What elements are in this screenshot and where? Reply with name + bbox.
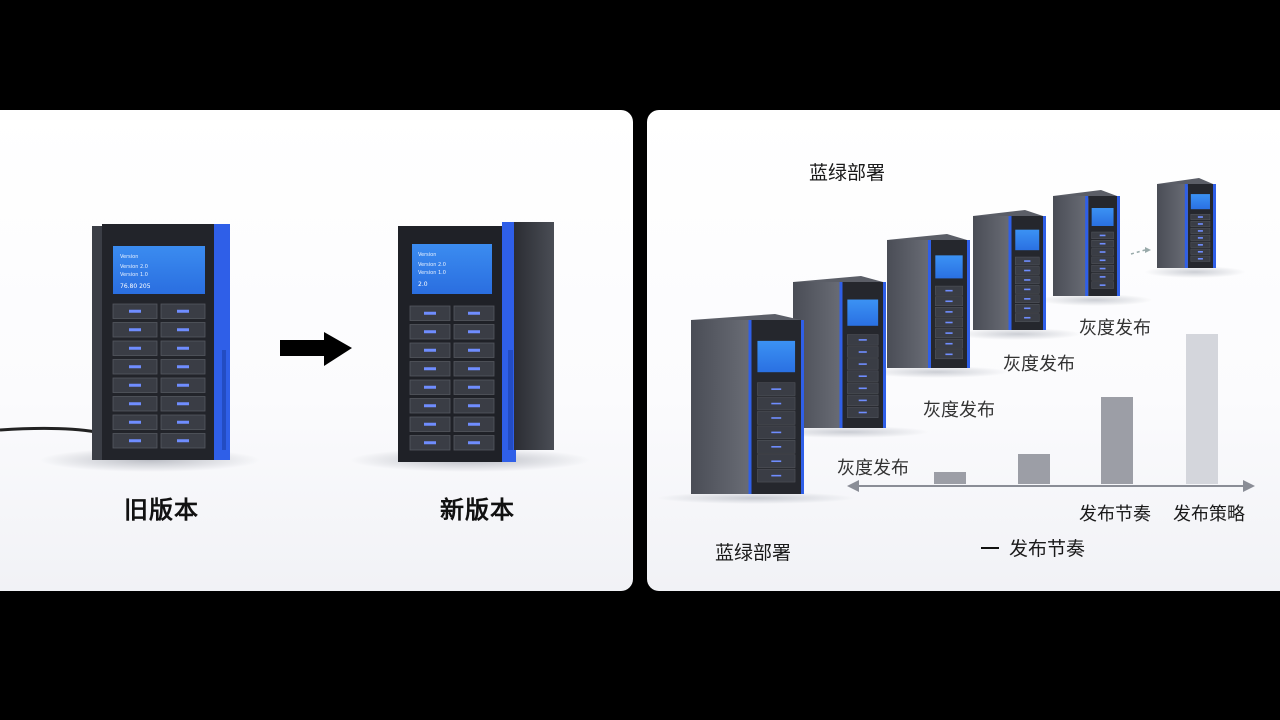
drive-led — [468, 441, 480, 445]
gray-release-label-3: 灰度发布 — [923, 400, 995, 421]
rack-server — [1037, 190, 1153, 306]
axis-left-arrow-icon — [847, 480, 859, 492]
axis-label-strategy: 发布策略 — [1173, 504, 1245, 525]
drive-led — [129, 420, 141, 424]
legend-dash — [981, 547, 999, 549]
drive-led — [177, 346, 189, 350]
rhythm-bar — [1018, 454, 1050, 484]
drive-led — [468, 385, 480, 389]
drive-led — [177, 402, 189, 406]
new-screen-line-3: Version 1.0 — [418, 270, 446, 276]
arrow-right-icon — [280, 332, 352, 366]
right-panel: 蓝绿部署 灰度发布 灰度发布 灰度发布 灰度发布 发布节奏 发布策略 蓝绿部署 … — [647, 110, 1280, 591]
old-screen-line-3: Version 1.0 — [120, 272, 148, 278]
rhythm-bar — [1186, 334, 1218, 484]
new-server-screen — [412, 244, 492, 294]
drive-led — [129, 365, 141, 369]
drive-led — [424, 367, 436, 371]
axis-label-rhythm: 发布节奏 — [1079, 504, 1151, 525]
drive-led — [177, 383, 189, 387]
left-panel: Version Version 2.0 Version 1.0 76.80 20… — [0, 110, 633, 591]
new-screen-line-2: Version 2.0 — [418, 262, 446, 268]
drive-led — [424, 348, 436, 352]
power-cable — [0, 426, 97, 434]
gray-release-label-4: 灰度发布 — [837, 458, 909, 479]
rack-server — [865, 234, 1009, 378]
drive-led — [129, 328, 141, 332]
server-screen — [847, 299, 879, 326]
drive-led — [424, 441, 436, 445]
axis-right-arrow-icon — [1243, 480, 1255, 492]
rhythm-bar — [934, 472, 966, 484]
blue-green-bottom-label: 蓝绿部署 — [715, 542, 792, 564]
rhythm-bars — [934, 334, 1218, 484]
drive-led — [468, 422, 480, 426]
drive-led — [129, 402, 141, 406]
new-version-label: 新版本 — [440, 496, 515, 524]
gray-release-label-2: 灰度发布 — [1003, 354, 1075, 375]
old-screen-line-1: Version — [120, 254, 138, 260]
blue-green-title: 蓝绿部署 — [809, 162, 886, 184]
new-server: Version Version 2.0 Version 1.0 2.0 — [398, 222, 554, 462]
server-screen — [1091, 208, 1114, 226]
old-screen-line-2: Version 2.0 — [120, 264, 148, 270]
drive-led — [468, 311, 480, 315]
drive-led — [177, 328, 189, 332]
server-screen — [757, 340, 796, 373]
rhythm-bar — [1101, 397, 1133, 484]
old-server: Version Version 2.0 Version 1.0 76.80 20… — [92, 224, 230, 460]
rack-server — [1144, 178, 1246, 278]
left-illustration: Version Version 2.0 Version 1.0 76.80 20… — [0, 222, 590, 472]
drive-led — [177, 439, 189, 443]
new-screen-line-4: 2.0 — [418, 281, 428, 288]
server-screen — [1015, 229, 1040, 251]
drive-led — [424, 422, 436, 426]
release-axis — [847, 480, 1255, 492]
drive-led — [129, 383, 141, 387]
drive-led — [424, 404, 436, 408]
drive-led — [424, 311, 436, 315]
drive-led — [129, 346, 141, 350]
old-version-label: 旧版本 — [124, 496, 199, 524]
gray-release-label-1: 灰度发布 — [1079, 318, 1151, 339]
drive-led — [129, 439, 141, 443]
drive-led — [468, 330, 480, 334]
server-screen — [935, 255, 963, 279]
rack-server — [657, 314, 855, 504]
old-server-screen — [113, 246, 205, 294]
drive-led — [177, 365, 189, 369]
drive-led — [177, 420, 189, 424]
drive-led — [468, 348, 480, 352]
rack-server — [955, 210, 1081, 340]
drive-led — [468, 404, 480, 408]
drive-led — [129, 309, 141, 313]
new-screen-line-1: Version — [418, 252, 436, 258]
drive-led — [424, 385, 436, 389]
drive-led — [177, 309, 189, 313]
server-screen — [1190, 194, 1210, 210]
old-screen-line-4: 76.80 205 — [120, 283, 151, 290]
right-illustration — [657, 178, 1255, 504]
drive-led — [424, 330, 436, 334]
legend-label: 发布节奏 — [1009, 538, 1086, 560]
drive-led — [468, 367, 480, 371]
